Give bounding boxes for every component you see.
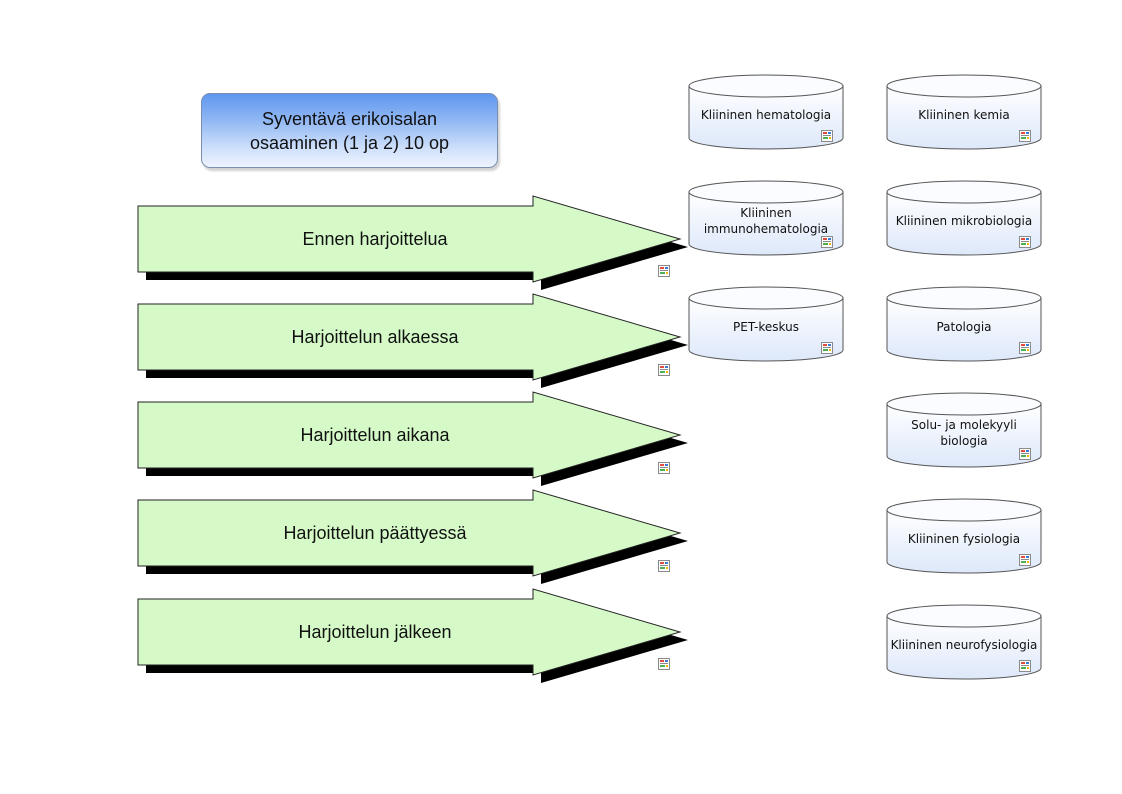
unit-cylinder[interactable]: Solu- ja molekyyli biologia — [886, 392, 1042, 468]
title-line-1: Syventävä erikoisalan — [261, 108, 438, 129]
document-link-icon[interactable] — [1019, 130, 1031, 142]
phase-label-5: Harjoittelun jälkeen — [298, 622, 451, 642]
phase-arrow-3: Harjoittelun aikana — [137, 391, 688, 486]
title-line-2: osaaminen (1 ja 2) 10 op — [249, 132, 450, 153]
document-link-icon[interactable] — [1019, 660, 1031, 672]
unit-cylinder[interactable]: Kliininen neurofysiologia — [886, 604, 1042, 680]
document-link-icon[interactable] — [658, 658, 670, 670]
unit-cylinder[interactable]: Kliininen hematologia — [688, 74, 844, 150]
document-link-icon[interactable] — [658, 265, 670, 277]
unit-label: Kliininen mikrobiologia — [895, 214, 1033, 228]
unit-cylinder[interactable]: PET-keskus — [688, 286, 844, 362]
phase-label-4: Harjoittelun päättyessä — [283, 523, 467, 543]
document-link-icon[interactable] — [1019, 448, 1031, 460]
document-link-icon[interactable] — [821, 130, 833, 142]
document-link-icon[interactable] — [1019, 554, 1031, 566]
unit-cylinder[interactable]: Kliininen fysiologia — [886, 498, 1042, 574]
unit-cylinder[interactable]: Kliininen kemia — [886, 74, 1042, 150]
unit-label: Kliininen — [740, 206, 792, 220]
document-link-icon[interactable] — [821, 236, 833, 248]
unit-cylinder[interactable]: Kliininen immunohematologia — [688, 180, 844, 256]
document-link-icon[interactable] — [1019, 236, 1031, 248]
phase-label-3: Harjoittelun aikana — [300, 425, 450, 445]
document-link-icon[interactable] — [658, 364, 670, 376]
phase-label-1: Ennen harjoittelua — [302, 229, 448, 249]
phase-arrow-1: Ennen harjoittelua — [137, 195, 688, 290]
unit-label-2: biologia — [940, 434, 988, 448]
phase-arrow-2: Harjoittelun alkaessa — [137, 293, 688, 388]
title-box: Syventävä erikoisalan osaaminen (1 ja 2)… — [201, 93, 498, 168]
unit-cylinder[interactable]: Patologia — [886, 286, 1042, 362]
unit-label: PET-keskus — [733, 320, 799, 334]
unit-label: Kliininen hematologia — [700, 108, 832, 122]
unit-label: Solu- ja molekyyli — [911, 418, 1017, 432]
unit-label: Kliininen neurofysiologia — [890, 638, 1038, 652]
document-link-icon[interactable] — [658, 560, 670, 572]
unit-cylinder[interactable]: Kliininen mikrobiologia — [886, 180, 1042, 256]
unit-label: Kliininen kemia — [918, 108, 1010, 122]
document-link-icon[interactable] — [1019, 342, 1031, 354]
document-link-icon[interactable] — [658, 462, 670, 474]
phase-arrow-4: Harjoittelun päättyessä — [137, 489, 688, 584]
unit-label: Kliininen fysiologia — [907, 532, 1021, 546]
unit-label: Patologia — [936, 320, 992, 334]
phase-arrow-5: Harjoittelun jälkeen — [137, 588, 688, 683]
document-link-icon[interactable] — [821, 342, 833, 354]
phase-label-2: Harjoittelun alkaessa — [291, 327, 459, 347]
unit-label-2: immunohematologia — [703, 222, 829, 236]
